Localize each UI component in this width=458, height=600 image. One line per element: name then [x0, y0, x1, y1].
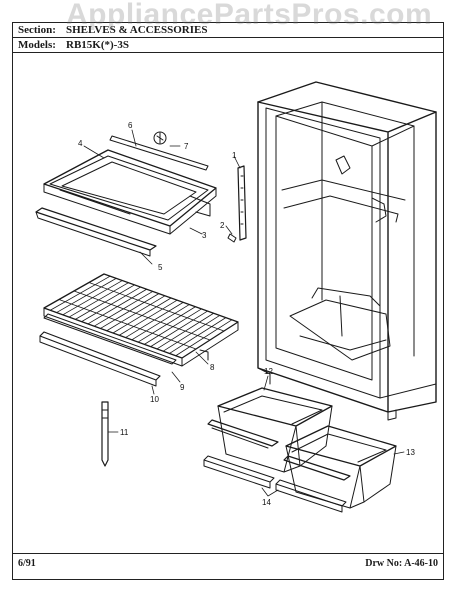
callout-4: 4: [78, 139, 83, 148]
glass-shelf-assembly: [35, 131, 217, 257]
diagram-frame: [12, 22, 444, 580]
callout-9: 9: [180, 383, 185, 392]
callout-3: 3: [202, 231, 207, 240]
crisper-drawer-left: [207, 387, 333, 473]
refrigerator-cabinet: [257, 81, 437, 421]
callout-7: 7: [184, 142, 189, 151]
callout-labels: 1 2 3 4 5 6 7 8 9 10 11 12 13 14: [78, 121, 415, 507]
section-label: Section:: [18, 24, 56, 36]
callout-10: 10: [150, 395, 159, 404]
section-value: SHELVES & ACCESSORIES: [66, 24, 208, 36]
header-divider-2: [12, 52, 444, 53]
callout-6: 6: [128, 121, 133, 130]
crisper-drawer-right: [283, 425, 397, 509]
callout-1: 1: [232, 151, 237, 160]
footer-divider: [12, 553, 444, 554]
leader-lines: [83, 129, 405, 497]
drawing-number: Drw No: A-46-10: [365, 558, 438, 569]
shelf-support-bracket: [227, 165, 247, 243]
watermark-logo: AppliancePartsPros.com: [66, 0, 433, 31]
callout-2: 2: [220, 221, 225, 230]
wire-cross-rod: [73, 290, 211, 341]
callout-11: 11: [120, 428, 129, 437]
wire-cross-rod: [58, 299, 197, 350]
callout-12: 12: [264, 367, 273, 376]
revision-date: 6/91: [18, 558, 36, 569]
drawer-rails: [203, 455, 347, 513]
callout-8: 8: [210, 363, 215, 372]
wire-shelf: [43, 273, 239, 367]
header-divider: [12, 37, 444, 38]
shelf-trim-bars: [39, 313, 177, 387]
callout-13: 13: [406, 448, 415, 457]
callout-14: 14: [262, 498, 271, 507]
callout-5: 5: [158, 263, 163, 272]
models-label: Models:: [18, 39, 56, 51]
models-value: RB15K(*)-3S: [66, 39, 129, 51]
wire-cross-rod: [88, 282, 225, 332]
wrench-tool: [101, 401, 109, 467]
